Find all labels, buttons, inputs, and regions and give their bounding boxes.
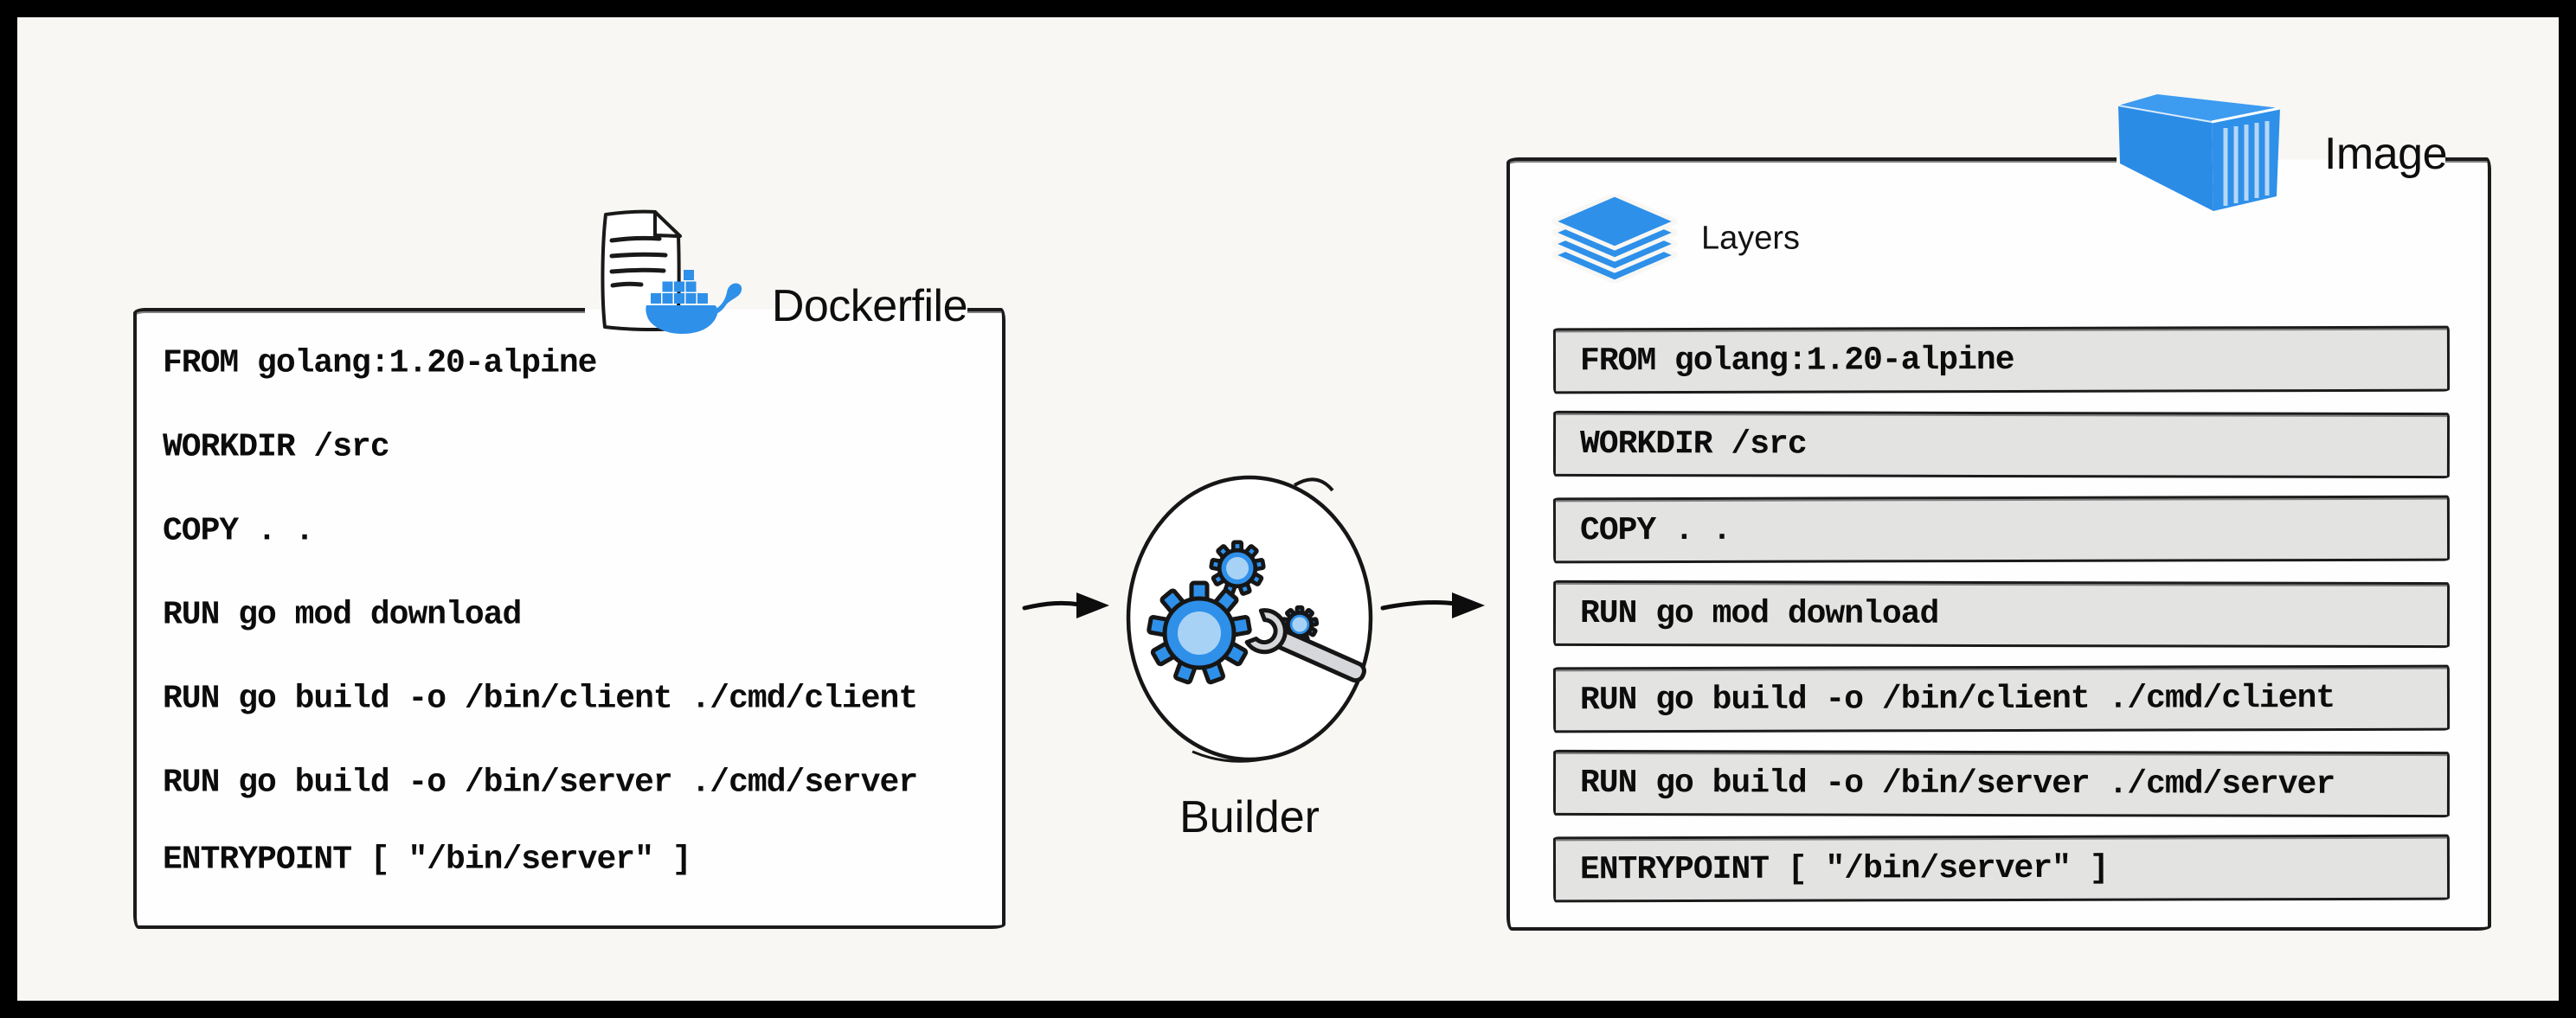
layers-icon	[1552, 195, 1677, 283]
layer-text: RUN go mod download	[1579, 594, 1939, 633]
image-layer-row: RUN go mod download	[1552, 579, 2451, 649]
image-layer-row: RUN go build -o /bin/client ./cmd/client	[1552, 664, 2451, 733]
dockerfile-instruction: ENTRYPOINT [ "/bin/server" ]	[163, 841, 692, 879]
docker-whale-icon	[646, 270, 742, 334]
dockerfile-instruction: FROM golang:1.20-alpine	[163, 344, 597, 382]
image-layer-row: RUN go build -o /bin/server ./cmd/server	[1552, 749, 2451, 818]
dockerfile-instruction: RUN go build -o /bin/client ./cmd/client	[163, 680, 918, 718]
dockerfile-instruction: COPY . .	[163, 512, 314, 550]
dockerfile-instruction: WORKDIR /src	[163, 428, 390, 466]
layer-text: ENTRYPOINT [ "/bin/server" ]	[1579, 849, 2109, 888]
image-layer-row: COPY . .	[1552, 495, 2451, 564]
dockerfile-box	[133, 308, 1005, 929]
dockerfile-instruction: RUN go build -o /bin/server ./cmd/server	[163, 764, 918, 802]
image-layer-row: ENTRYPOINT [ "/bin/server" ]	[1552, 834, 2451, 903]
builder-label: Builder	[1179, 792, 1320, 842]
layer-text: FROM golang:1.20-alpine	[1579, 341, 2014, 380]
container-icon	[2118, 94, 2281, 211]
layer-text: RUN go build -o /bin/client ./cmd/client	[1579, 679, 2335, 719]
arrow-right-icon	[1022, 592, 1109, 618]
builder-gears-icon	[1126, 475, 1373, 763]
layer-text: COPY . .	[1579, 511, 1731, 549]
arrow-right-icon	[1380, 592, 1485, 618]
image-layer-row: FROM golang:1.20-alpine	[1552, 325, 2451, 394]
layer-text: RUN go build -o /bin/server ./cmd/server	[1579, 764, 2335, 804]
dockerfile-instruction: RUN go mod download	[163, 596, 522, 634]
layer-text: WORKDIR /src	[1579, 425, 1807, 464]
dockerfile-title: Dockerfile	[771, 281, 968, 331]
diagram-background: Dockerfile FROM golang:1.20-alpine WORKD…	[17, 17, 2559, 1001]
image-layer-row: WORKDIR /src	[1552, 410, 2451, 479]
layers-label: Layers	[1701, 220, 1801, 257]
image-title: Image	[2323, 129, 2448, 179]
